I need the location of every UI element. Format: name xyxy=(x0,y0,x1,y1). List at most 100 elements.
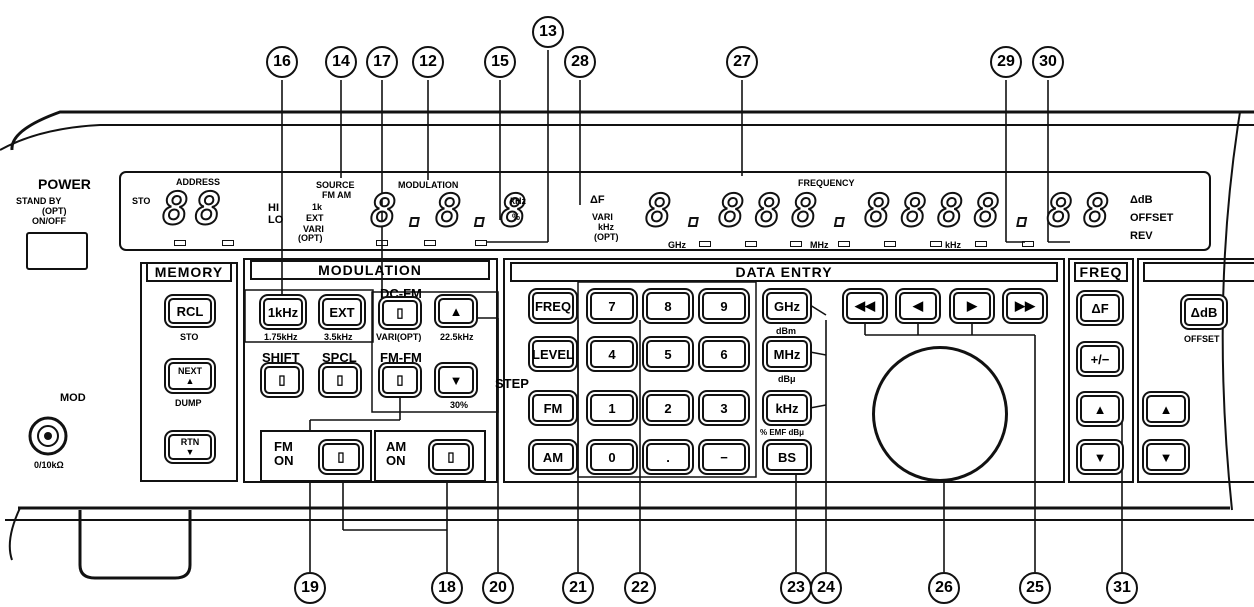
mod-step-down-button[interactable]: ▼ xyxy=(438,366,474,394)
level-up-button[interactable]: ▲ xyxy=(1146,395,1186,423)
key-8[interactable]: 8 xyxy=(646,292,690,320)
indicator-rev: REV xyxy=(1130,230,1153,242)
spcl-button[interactable]: ▯ xyxy=(322,366,358,394)
ghz-unit-button[interactable]: GHz xyxy=(766,292,808,320)
freq-delta-f-indicator: ΔF xyxy=(590,194,605,206)
key-3[interactable]: 3 xyxy=(702,394,746,422)
plus-minus-button[interactable]: +/− xyxy=(1080,345,1120,373)
triangle-up-icon: ▲ xyxy=(1159,401,1173,417)
key-slot-icon: ▯ xyxy=(396,372,404,387)
shift-button[interactable]: ▯ xyxy=(264,366,300,394)
key-0[interactable]: 0 xyxy=(590,443,634,471)
fm-fm-button[interactable]: ▯ xyxy=(382,366,418,394)
bs-button[interactable]: BS xyxy=(766,443,808,471)
freq-led-8 xyxy=(1022,241,1034,247)
key-2[interactable]: 2 xyxy=(646,394,690,422)
source-hi: HI xyxy=(268,202,279,214)
freq-led-1 xyxy=(699,241,711,247)
key-minus[interactable]: − xyxy=(702,443,746,471)
callout-13: 13 xyxy=(532,16,564,48)
key-5[interactable]: 5 xyxy=(646,340,690,368)
tuning-knob[interactable] xyxy=(872,346,1008,482)
step-up-sub: 22.5kHz xyxy=(440,332,474,342)
fm-on-label: FM ON xyxy=(274,439,294,468)
delta-db-sub: OFFSET xyxy=(1184,334,1220,344)
fast-right-button[interactable]: ▶▶ xyxy=(1006,292,1044,320)
freq-led-6 xyxy=(930,241,942,247)
freq-panel xyxy=(1068,258,1134,483)
chevron-right-icon: ▶ xyxy=(967,298,977,313)
right-button[interactable]: ▶ xyxy=(953,292,991,320)
freq-up-button[interactable]: ▲ xyxy=(1080,395,1120,423)
rcl-button[interactable]: RCL xyxy=(168,298,212,324)
callout-30: 30 xyxy=(1032,46,1064,78)
rtn-button[interactable]: RTN ▼ xyxy=(168,434,212,460)
key-slot-icon: ▯ xyxy=(336,372,344,387)
key-9[interactable]: 9 xyxy=(702,292,746,320)
am-function-button[interactable]: AM xyxy=(532,443,574,471)
address-sto-label: STO xyxy=(132,196,151,206)
key-6[interactable]: 6 xyxy=(702,340,746,368)
triangle-down-icon: ▼ xyxy=(1093,449,1107,465)
modulation-display: 8.8.8 xyxy=(369,186,533,237)
khz-sub: % EMF dBμ xyxy=(760,428,805,437)
callout-24: 24 xyxy=(810,572,842,604)
mod-jack-sub: 0/10kΩ xyxy=(34,460,64,470)
chevron-up-icon: ▲ xyxy=(185,376,195,386)
level-function-button[interactable]: LEVEL xyxy=(532,340,574,368)
key-decimal[interactable]: . xyxy=(646,443,690,471)
freq-led-4 xyxy=(838,241,850,247)
address-led-1 xyxy=(174,240,186,246)
modulation-panel-title: MODULATION xyxy=(250,260,490,280)
fm-on-button[interactable]: ▯ xyxy=(322,443,360,471)
delta-f-button[interactable]: ΔF xyxy=(1080,294,1120,322)
power-stand-by: STAND BY xyxy=(16,196,62,206)
callout-20: 20 xyxy=(482,572,514,604)
level-down-button[interactable]: ▼ xyxy=(1146,443,1186,471)
ghz-sub: dBm xyxy=(776,326,796,336)
freq-down-button[interactable]: ▼ xyxy=(1080,443,1120,471)
mhz-unit-button[interactable]: MHz xyxy=(766,340,808,368)
source-title: SOURCE xyxy=(316,180,355,190)
dc-fm-sub: VARI(OPT) xyxy=(376,332,422,342)
callout-23: 23 xyxy=(780,572,812,604)
callout-29: 29 xyxy=(990,46,1022,78)
key-slot-icon: ▯ xyxy=(337,449,345,464)
freq-function-button[interactable]: FREQ xyxy=(532,292,574,320)
sto-label: STO xyxy=(180,332,199,342)
key-7[interactable]: 7 xyxy=(590,292,634,320)
source-row-ext: EXT xyxy=(306,213,324,223)
dc-fm-button[interactable]: ▯ xyxy=(382,300,418,326)
mod-step-up-button[interactable]: ▲ xyxy=(438,298,474,324)
indicator-delta-db: ΔdB xyxy=(1130,194,1153,206)
key-1[interactable]: 1 xyxy=(590,394,634,422)
source-fm-am: FM AM xyxy=(322,190,352,200)
delta-db-button[interactable]: ΔdB xyxy=(1184,298,1224,326)
triangle-up-icon: ▲ xyxy=(1093,401,1107,417)
key-4[interactable]: 4 xyxy=(590,340,634,368)
shift-label: SHIFT xyxy=(262,350,300,365)
am-on-button[interactable]: ▯ xyxy=(432,443,470,471)
freq-mhz-led-label: MHz xyxy=(810,240,829,250)
fm-function-button[interactable]: FM xyxy=(532,394,574,422)
power-button[interactable] xyxy=(26,232,88,270)
ext-button[interactable]: EXT xyxy=(322,298,362,326)
fm-fm-label: FM-FM xyxy=(380,350,422,365)
rtn-label: RTN xyxy=(180,437,200,447)
fast-left-button[interactable]: ◀◀ xyxy=(846,292,884,320)
1khz-button[interactable]: 1kHz xyxy=(263,298,303,326)
freq-led-3 xyxy=(790,241,802,247)
modulation-unit-khz: kHz xyxy=(510,196,527,206)
modulation-led-1 xyxy=(376,240,388,246)
mhz-sub: dBμ xyxy=(778,374,796,384)
khz-unit-button[interactable]: kHz xyxy=(766,394,808,422)
power-on-off: ON/OFF xyxy=(32,216,66,226)
callout-14: 14 xyxy=(325,46,357,78)
double-chevron-left-icon: ◀◀ xyxy=(855,298,875,313)
level-panel xyxy=(1137,258,1254,483)
freq-vari-khz: kHz xyxy=(598,222,615,232)
next-button[interactable]: NEXT ▲ xyxy=(168,362,212,390)
freq-led-5 xyxy=(884,241,896,247)
left-button[interactable]: ◀ xyxy=(899,292,937,320)
address-led-2 xyxy=(222,240,234,246)
